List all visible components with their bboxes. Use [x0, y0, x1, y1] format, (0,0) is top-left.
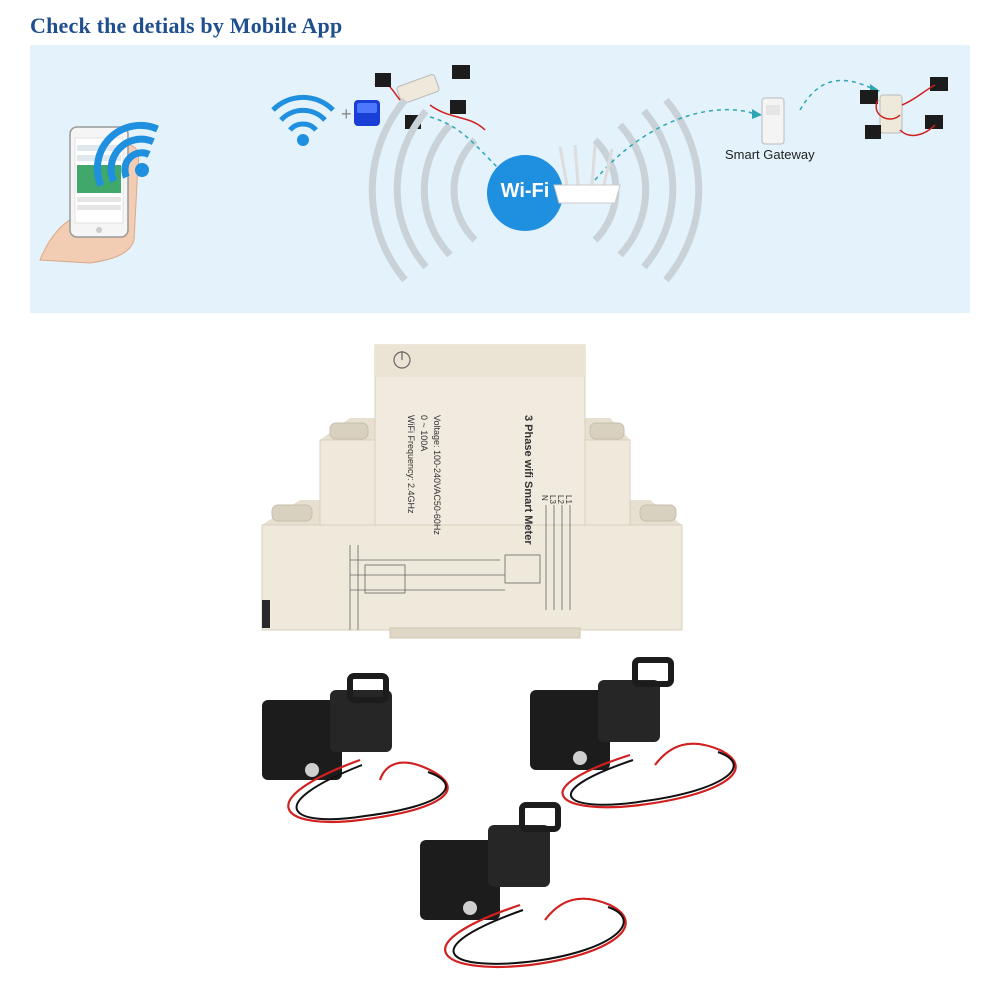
connection-illustration: +	[39, 65, 948, 283]
terminal-label-l3: L3	[548, 495, 557, 504]
dashed-link-middle	[594, 109, 759, 181]
dashed-link-right	[799, 79, 876, 111]
dashed-link-left	[429, 116, 501, 171]
connection-diagram-banner: +	[30, 45, 970, 313]
current-transformer-sensor-3	[420, 802, 627, 969]
meter-with-sensors-thumbnail-right	[860, 77, 948, 139]
page-heading: Check the detials by Mobile App	[30, 13, 343, 38]
wifi-icon	[271, 94, 335, 146]
wifi-module-icon	[354, 100, 380, 126]
smart-gateway-device	[761, 97, 785, 145]
wifi-signal-icon	[93, 121, 159, 187]
wifi-badge-label: Wi-Fi	[500, 180, 550, 202]
plus-sign: +	[341, 104, 352, 124]
smart-meter-device: 3 Phase wifi Smart Meter Voltage: 100-24…	[261, 344, 683, 639]
product-photo: 3 Phase wifi Smart Meter Voltage: 100-24…	[261, 344, 737, 969]
current-transformer-sensor-1	[262, 673, 449, 824]
meter-frequency-spec: WiFi Frequency: 2.4GHz	[406, 415, 416, 514]
wiring-diagram	[349, 505, 571, 630]
meter-title: 3 Phase wifi Smart Meter	[522, 415, 534, 545]
router-icon	[553, 144, 621, 204]
terminal-label-n: N	[540, 495, 549, 501]
meter-current-spec: 0 ~ 100A	[419, 415, 429, 451]
terminal-label-l2: L2	[556, 495, 565, 504]
meter-voltage-spec: Voltage: 100-240VAC50-60Hz	[432, 415, 442, 535]
smart-gateway-label: Smart Gateway	[725, 147, 815, 162]
wifi-badge	[487, 155, 563, 231]
current-transformer-sensor-2	[530, 657, 737, 809]
terminal-label-l1: L1	[564, 495, 573, 504]
